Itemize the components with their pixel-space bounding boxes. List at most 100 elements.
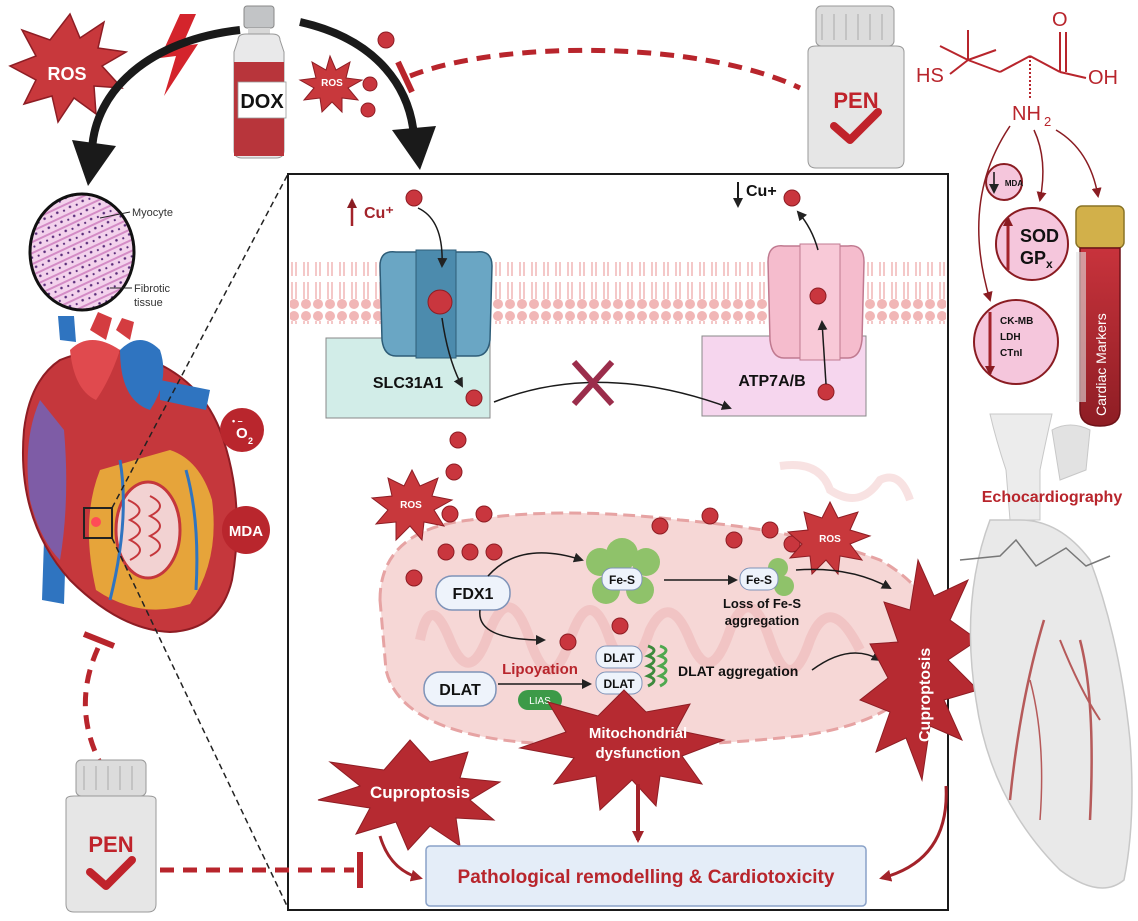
- copper-ion: [817, 383, 835, 401]
- cu-transit-arrow: [441, 317, 463, 388]
- ros-small-label: ROS: [321, 78, 343, 89]
- cross-icon: [571, 359, 615, 407]
- dox-label: DOX: [240, 91, 284, 113]
- loss-fes-line1: Loss of Fe-S: [723, 596, 801, 611]
- cuproptosis-left-burst: Cuproptosis: [317, 739, 502, 851]
- sod-label: SOD: [1020, 226, 1059, 246]
- copper-ion: [761, 521, 779, 539]
- pen-label-bottom: PEN: [88, 832, 133, 857]
- cardiac-markers-label: Cardiac Markers: [1093, 313, 1109, 416]
- dlat-label: DLAT: [439, 682, 481, 699]
- copper-ion: [362, 76, 378, 92]
- dox-to-cell-arrow: [299, 18, 418, 137]
- hs-label: HS: [916, 65, 944, 87]
- copper-ion: [437, 543, 455, 561]
- echo-label: Echocardiography: [982, 489, 1123, 506]
- mda-small-label: MDA: [1005, 179, 1023, 188]
- ros-mito-left-label: ROS: [400, 500, 422, 511]
- copper-ion: [360, 102, 376, 118]
- dlat-node: [423, 671, 497, 707]
- cuproptosis-right-to-final-arrow: [879, 785, 948, 882]
- zoom-line-top: [111, 173, 289, 509]
- protein-helix-icon: [644, 644, 668, 688]
- ros-burst-mito-right: ROS: [786, 500, 872, 576]
- sod-gpx-badge: SOD GP x: [995, 207, 1069, 281]
- copper-ion: [405, 569, 423, 587]
- dlat-aggregation-label: DLAT aggregation: [678, 663, 798, 679]
- heart-illustration: [22, 312, 238, 634]
- mda-small-badge: MDA: [985, 163, 1023, 201]
- mito-dysfunction-burst: Mitochondrial dysfunction: [518, 689, 726, 812]
- markers-line2: LDH: [1000, 332, 1021, 343]
- dox-to-cell-arrowhead: [392, 126, 436, 170]
- pen-inhibition-line-heart: [82, 646, 107, 772]
- fibrotic-label-2: tissue: [134, 297, 163, 309]
- copper-ion: [449, 431, 467, 449]
- fes-label-2: Fe-S: [746, 573, 772, 587]
- penicillamine-structure: HS O OH NH 2: [916, 9, 1118, 129]
- gpx-sub: x: [1046, 257, 1053, 271]
- copper-ion: [611, 617, 629, 635]
- lipoyation-label: Lipoyation: [502, 661, 578, 678]
- mda-label: MDA: [229, 523, 263, 540]
- superoxide-sup: • –: [232, 416, 243, 426]
- mito-dysfunction-line1: Mitochondrial: [589, 725, 687, 742]
- copper-ion: [485, 543, 503, 561]
- dlat-b-label: DLAT: [603, 677, 635, 691]
- cu-exit-arrow-inner: [817, 320, 828, 385]
- gpx-label: GP: [1020, 248, 1046, 268]
- copper-ion: [377, 31, 395, 49]
- copper-ion: [405, 189, 423, 207]
- mda-badge: MDA: [222, 506, 270, 554]
- slc31a1-label: SLC31A1: [373, 375, 443, 392]
- copper-ion: [701, 507, 719, 525]
- ros-burst-small: ROS: [298, 54, 364, 114]
- nh2-sub: 2: [1044, 114, 1051, 129]
- cu-out-label: Cu+: [746, 183, 777, 200]
- blood-tube: Cardiac Markers: [1075, 205, 1125, 427]
- copper-ion: [441, 505, 459, 523]
- superoxide-label: O: [236, 425, 248, 442]
- superoxide-badge: O 2 • –: [220, 408, 264, 452]
- dlat-b-node: [595, 671, 643, 695]
- cuproptosis-right-label: Cuproptosis: [917, 648, 934, 742]
- pen-to-sod-arrow: [1033, 129, 1047, 202]
- fdx1-label: FDX1: [453, 586, 494, 603]
- fes-label-1: Fe-S: [609, 573, 635, 587]
- zoom-line-bottom: [111, 537, 289, 909]
- histology-section: Myocyte Fibrotic tissue: [28, 192, 173, 312]
- dox-to-heart-arrowhead: [72, 140, 116, 186]
- dox-to-heart-arrow: [88, 26, 241, 151]
- pen-to-markers-arrow: [978, 125, 1011, 302]
- copper-ion: [725, 531, 743, 549]
- lias-label: LIAS: [529, 696, 551, 707]
- fdx1-node: [435, 575, 511, 611]
- fes-cluster-2: Fe-S: [739, 558, 794, 596]
- fdx1-to-dlat-arrow: [479, 609, 546, 645]
- o-label: O: [1052, 9, 1068, 31]
- fibrotic-label-1: Fibrotic: [134, 283, 171, 295]
- pen-label-top: PEN: [833, 88, 878, 113]
- nh2-label: NH: [1012, 103, 1041, 125]
- copper-ion: [445, 463, 463, 481]
- myocyte-label: Myocyte: [132, 207, 173, 219]
- fdx1-to-fes-arrow: [487, 552, 584, 577]
- fes-to-cuproptosis-arrow: [795, 568, 892, 589]
- checkmark-icon: [830, 108, 882, 144]
- fes-cluster-1: Fe-S: [586, 538, 660, 604]
- cu-in-label: Cu⁺: [364, 205, 394, 222]
- ros-mito-right-label: ROS: [819, 534, 841, 545]
- pen-inhibition-line-top: [409, 47, 802, 91]
- dox-bottle: DOX: [233, 5, 287, 159]
- dlat-a-node: [595, 645, 643, 669]
- inhibition-bar-heart: [82, 631, 116, 649]
- ros-burst-large: ROS: [8, 12, 129, 124]
- atp7ab-label: ATP7A/B: [738, 373, 805, 390]
- ros-burst-mito-left: ROS: [370, 468, 454, 542]
- checkmark-icon: [86, 856, 136, 890]
- cuproptosis-right-burst: Cuproptosis: [859, 558, 979, 782]
- copper-ion: [475, 505, 493, 523]
- cuproptosis-left-label: Cuproptosis: [370, 783, 470, 802]
